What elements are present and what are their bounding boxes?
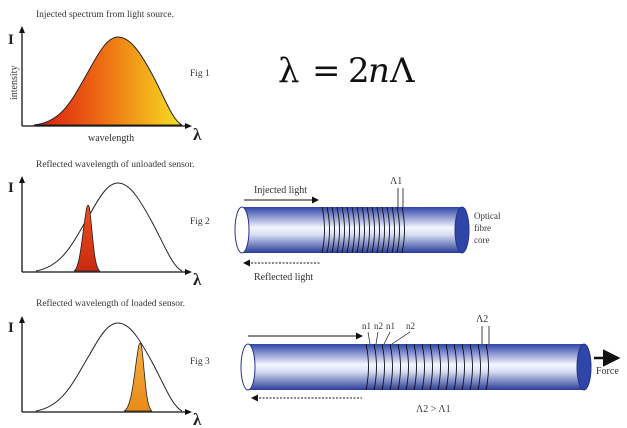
index-label: n2 [406,321,415,331]
panel-2: Reflected wavelength of unloaded sensor.… [8,159,501,289]
panel-3: Reflected wavelength of loaded sensor. I… [8,298,621,428]
y-axis-symbol: I [8,180,14,196]
y-axis-symbol: I [8,320,14,336]
equation-lambda: λ [278,51,300,91]
fibre-unloaded [234,188,470,254]
fig-2-label: Fig 2 [190,217,210,227]
injected-spectrum [33,36,183,126]
y-axis-arrow-icon [19,26,25,33]
index-label: n1 [362,321,371,331]
panel-1: Injected spectrum from light source. I i… [8,9,210,144]
grating-period-label: Λ2 [476,314,488,325]
y-axis-label: intensity [9,66,20,100]
y-axis-arrow-icon [19,316,25,323]
force-label: Force [596,366,619,377]
core-label-line-1: Optical [474,211,501,221]
injected-light-label: Injected light [254,185,307,196]
bragg-grating-stretched [365,343,489,391]
equation-Lambda: Λ [389,51,415,91]
x-axis-arrow-icon [185,409,192,415]
x-axis-arrow-icon [185,123,192,129]
x-axis-symbol: λ [193,125,202,144]
index-label: n1 [386,321,395,331]
bragg-equation: λ = 2 n Λ [278,51,415,91]
reflected-peak-unloaded [73,204,101,272]
x-axis-arrow-icon [185,269,192,275]
grating-period-label: Λ1 [390,176,402,187]
fibre-end [576,343,592,391]
x-axis-symbol: λ [193,410,202,428]
panel-3-caption: Reflected wavelength of loaded sensor. [36,298,185,309]
fig-1-label: Fig 1 [190,69,210,79]
fibre-body [248,344,584,390]
fibre-loaded [240,326,592,391]
panel-1-caption: Injected spectrum from light source. [36,9,174,20]
fig-3-label: Fig 3 [190,357,210,367]
core-label-line-3: core [474,235,490,245]
x-axis-symbol: λ [193,270,202,289]
equation-n: n [368,51,390,91]
fibre-end [454,206,470,254]
fibre-body [242,207,462,253]
y-axis-arrow-icon [19,176,25,183]
bragg-grating [321,206,405,254]
x-axis-label: wavelength [88,133,134,144]
fibre-end [234,206,250,254]
source-spectrum-outline [35,322,183,412]
y-axis-symbol: I [8,32,14,48]
fibre-end [240,343,256,391]
reflected-peak-loaded [123,342,153,412]
core-label-line-2: fibre [474,223,491,233]
equation-two: 2 [348,51,370,91]
grating-comparison: Λ2 > Λ1 [416,404,451,415]
reflected-light-label: Reflected light [254,272,313,283]
index-label: n2 [374,321,383,331]
equation-equals: = [312,51,341,91]
source-spectrum-outline [35,182,183,272]
panel-2-caption: Reflected wavelength of unloaded sensor. [36,159,195,170]
